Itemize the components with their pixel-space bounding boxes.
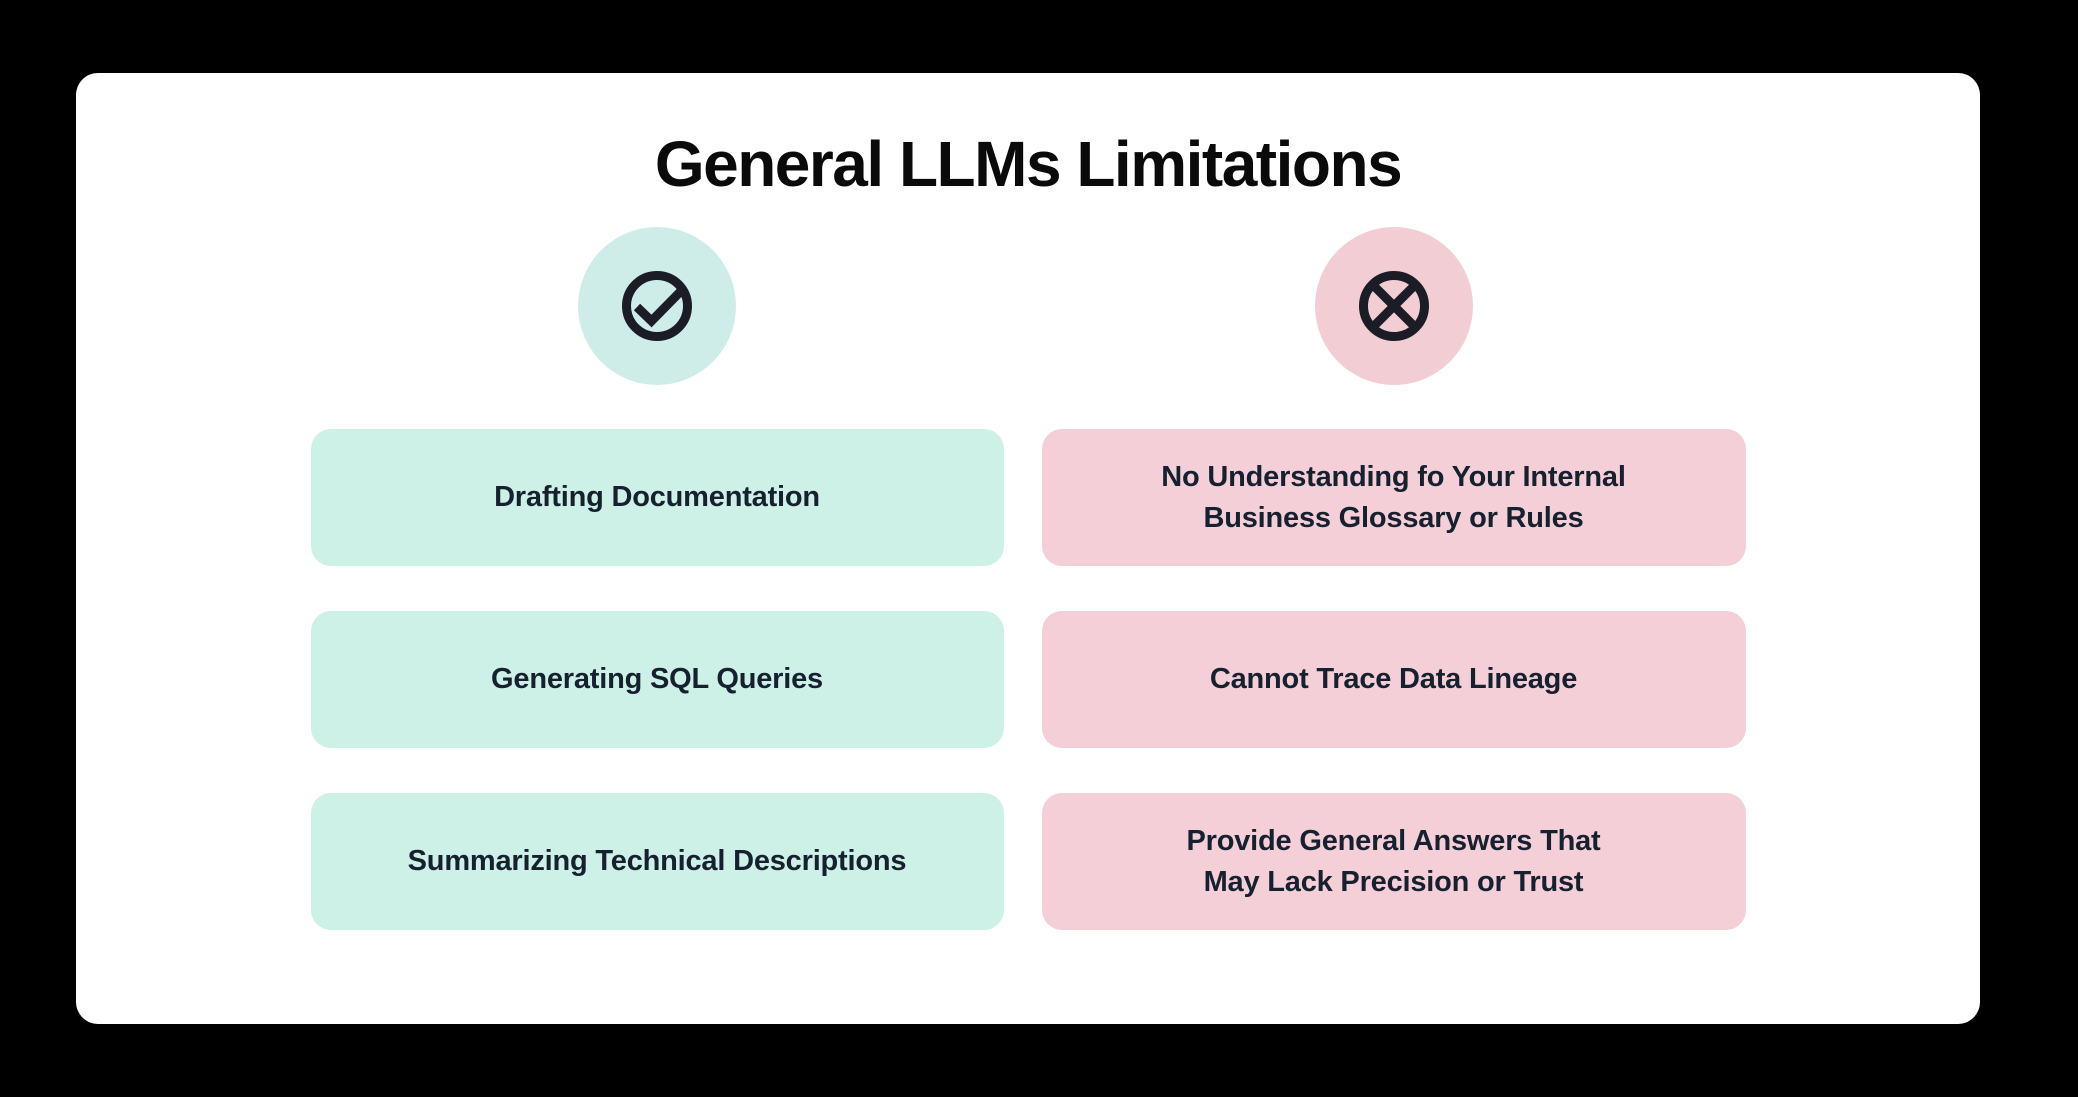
limitation-pill: Provide General Answers That May Lack Pr… [1041,793,1746,930]
limitations-column: No Understanding fo Your Internal Busine… [1041,227,1746,930]
limitation-pill: No Understanding fo Your Internal Busine… [1041,429,1746,566]
two-column-grid: Drafting Documentation Generating SQL Qu… [76,227,1980,930]
pill-text-line: No Understanding fo Your Internal [1161,460,1626,493]
limitation-pill: Cannot Trace Data Lineage [1041,611,1746,748]
pill-text-line: Business Glossary or Rules [1203,501,1584,534]
check-circle-icon [622,271,692,341]
pill-text-line: Summarizing Technical Descriptions [407,845,907,878]
capability-pill: Generating SQL Queries [310,611,1004,748]
limitations-pill-list: No Understanding fo Your Internal Busine… [1041,429,1746,930]
pill-text-line: Generating SQL Queries [491,663,823,696]
capability-pill: Summarizing Technical Descriptions [310,793,1004,930]
pill-text-line: Drafting Documentation [494,481,820,514]
x-circle-icon [1358,271,1429,341]
pill-text-line: May Lack Precision or Trust [1203,865,1584,898]
check-circle-badge [578,227,736,385]
capabilities-column: Drafting Documentation Generating SQL Qu… [310,227,1004,930]
pill-text-line: Cannot Trace Data Lineage [1209,663,1578,696]
page-title: General LLMs Limitations [654,128,1403,200]
infographic-card: General LLMs Limitations Drafting Docume… [76,73,1980,1024]
x-circle-badge [1314,227,1473,385]
pill-text-line: Provide General Answers That [1186,824,1601,857]
capability-pill: Drafting Documentation [310,429,1004,566]
capabilities-pill-list: Drafting Documentation Generating SQL Qu… [310,429,1004,930]
